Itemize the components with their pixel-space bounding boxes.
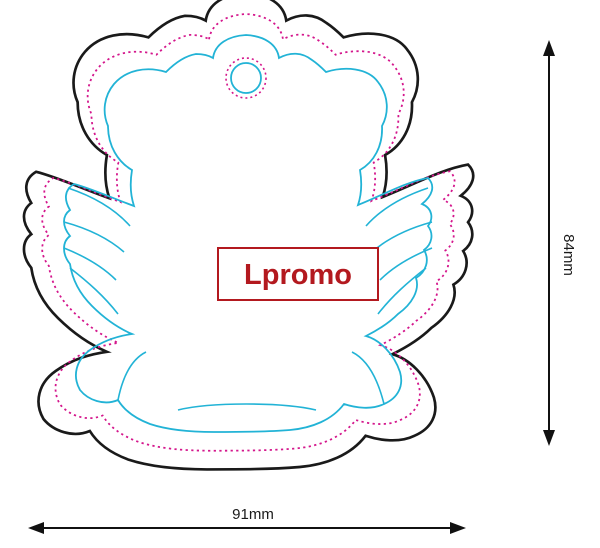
arrow-up-icon — [543, 40, 555, 56]
artwork-line-outline — [63, 34, 434, 433]
right-wing-feathers — [351, 187, 433, 405]
arrow-down-icon — [543, 430, 555, 446]
height-dimension: 84mm — [543, 40, 577, 446]
hanging-hole — [225, 57, 267, 99]
arrow-right-icon — [450, 522, 466, 534]
width-dimension: 91mm — [28, 506, 466, 534]
logo-text: Lpromo — [244, 259, 352, 291]
height-label: 84mm — [560, 234, 577, 276]
logo-badge: Lpromo — [217, 247, 379, 301]
banner-detail — [177, 403, 317, 411]
width-label: 91mm — [232, 506, 274, 523]
left-wing-feathers — [63, 187, 147, 401]
arrow-left-icon — [28, 522, 44, 534]
